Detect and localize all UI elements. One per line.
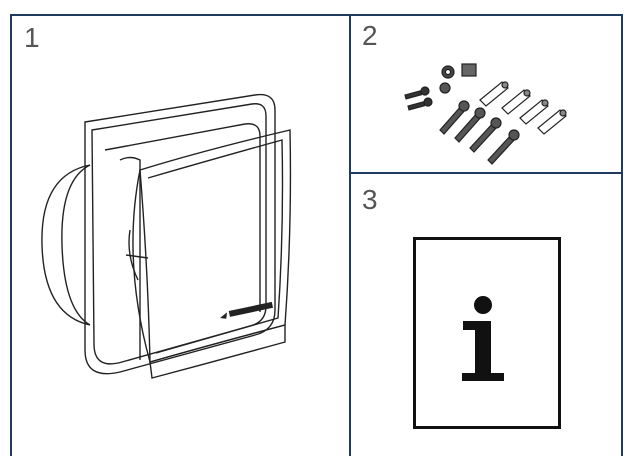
panel-3-number: 3 xyxy=(362,184,378,215)
fan-drawing xyxy=(41,93,292,379)
panel-1-number: 1 xyxy=(24,22,40,53)
horizontal-divider xyxy=(349,172,623,174)
screws-and-dowels-drawing xyxy=(404,63,567,165)
vertical-divider xyxy=(349,14,351,456)
info-card xyxy=(413,237,561,429)
info-icon xyxy=(413,237,561,429)
fan-illustration xyxy=(30,80,330,410)
page-frame xyxy=(10,14,623,456)
hardware-illustration xyxy=(400,60,575,170)
panel-2-number: 2 xyxy=(362,20,378,51)
